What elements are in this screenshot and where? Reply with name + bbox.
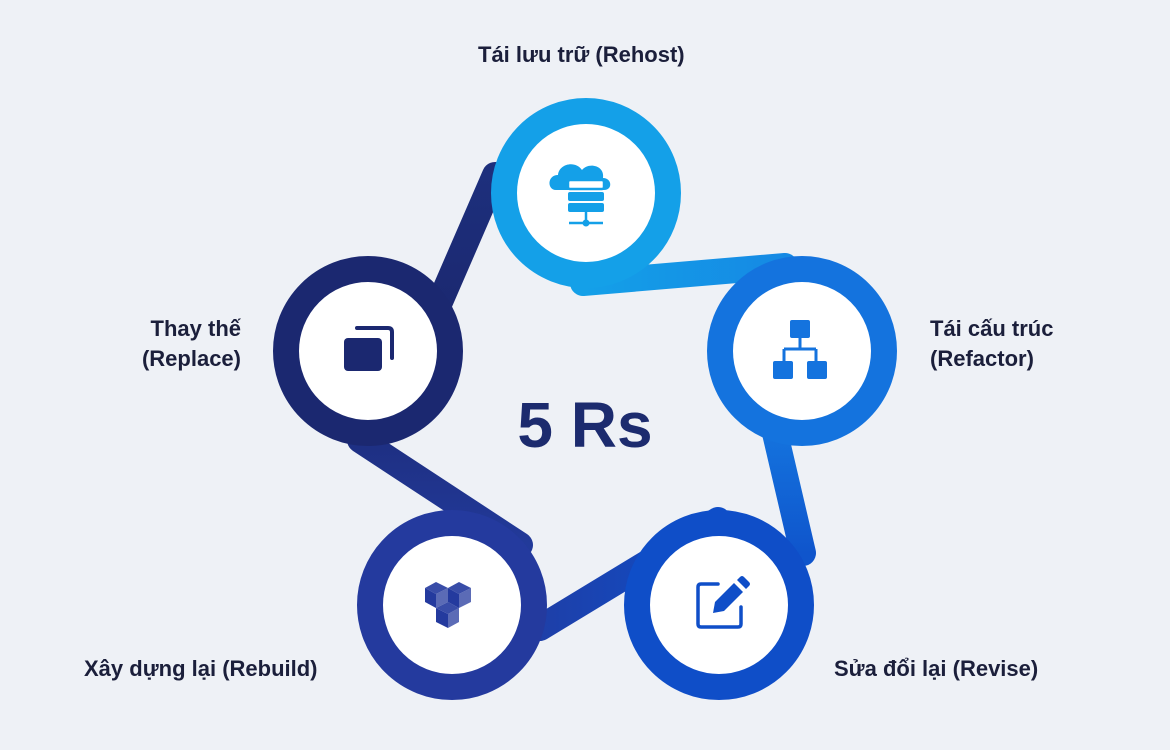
band-refactor-revise	[762, 420, 816, 566]
replace-label-line1: Thay thế	[150, 316, 241, 341]
replace-label: Thay thế (Replace)	[110, 314, 241, 374]
rehost-label-line1: Tái lưu trữ (Rehost)	[478, 42, 685, 67]
cloud-server-icon	[549, 164, 611, 227]
refactor-label: Tái cấu trúc (Refactor)	[930, 314, 1053, 374]
revise-label-line1: Sửa đổi lại (Revise)	[834, 656, 1039, 681]
edit-icon	[696, 576, 750, 629]
center-title: 5 Rs	[517, 389, 653, 461]
refactor-node	[707, 256, 897, 446]
hierarchy-icon	[773, 320, 827, 379]
rebuild-label: Xây dựng lại (Rebuild)	[84, 654, 318, 684]
replace-label-line2: (Replace)	[141, 346, 241, 371]
refactor-label-line2: (Refactor)	[930, 346, 1034, 371]
rehost-label: Tái lưu trữ (Rehost)	[478, 40, 685, 70]
revise-label: Sửa đổi lại (Revise)	[834, 654, 1038, 684]
replace-squares-icon	[344, 326, 394, 371]
cubes-icon	[425, 582, 471, 628]
rebuild-label-line1: Xây dựng lại (Rebuild)	[84, 656, 318, 681]
refactor-label-line1: Tái cấu trúc	[930, 316, 1054, 341]
